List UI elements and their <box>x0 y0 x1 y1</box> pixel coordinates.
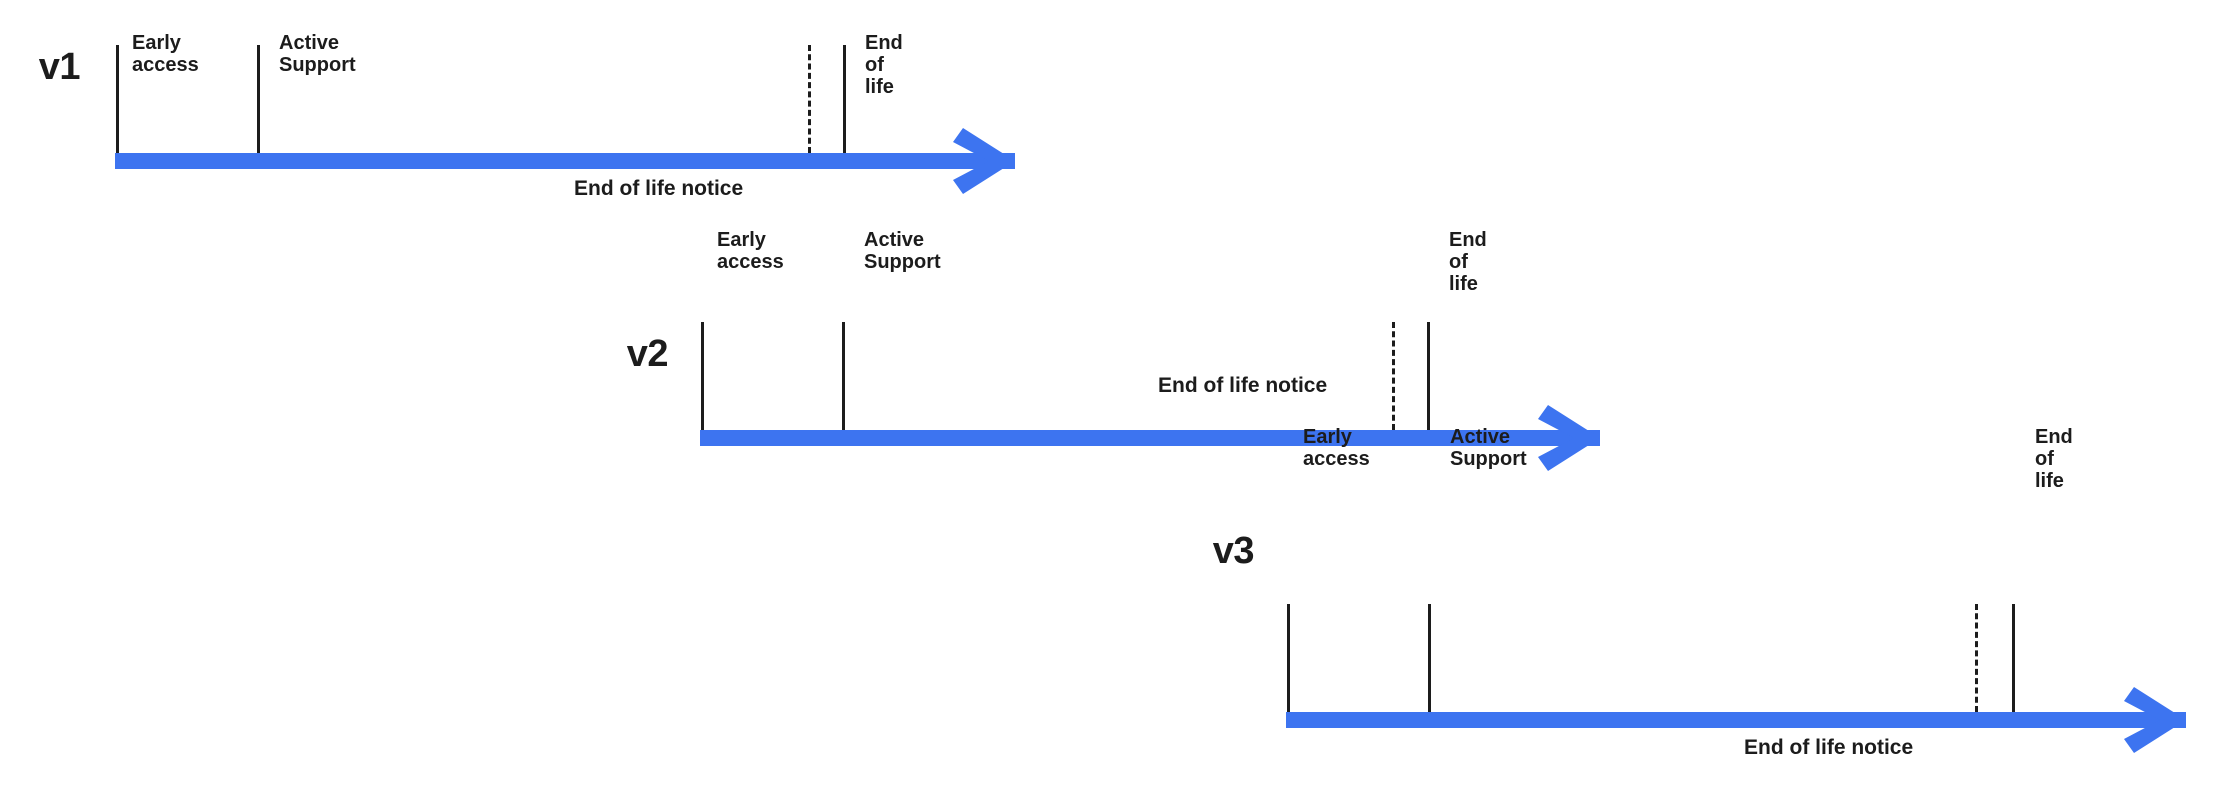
phase-label-v1-2: End of life <box>865 32 903 98</box>
arrow-head-icon-v2 <box>1538 405 1600 471</box>
arrow-head-icon-v3 <box>2124 687 2186 753</box>
phase-divider-v3-0 <box>1287 604 1290 712</box>
phase-label-v1-0: Early access <box>132 32 199 76</box>
phase-divider-v1-3 <box>843 45 846 153</box>
phase-marker-dashed-v2-2 <box>1392 322 1395 430</box>
phase-divider-v1-0 <box>116 45 119 153</box>
phase-divider-v3-1 <box>1428 604 1431 712</box>
phase-divider-v1-1 <box>257 45 260 153</box>
phase-label-v2-0: Early access <box>717 229 784 273</box>
arrow-head-icon-v1 <box>953 128 1015 194</box>
phase-label-v2-2: End of life <box>1449 229 1487 295</box>
phase-label-v1-1: Active Support <box>279 32 356 76</box>
lifecycle-track-v3 <box>1286 712 2186 728</box>
phase-label-v3-1: Active Support <box>1450 426 1527 470</box>
phase-label-v3-2: End of life <box>2035 426 2073 492</box>
version-label-v1: v1 <box>38 46 81 88</box>
lifecycle-track-v1 <box>115 153 1015 169</box>
version-label-v2: v2 <box>626 333 669 375</box>
phase-divider-v2-0 <box>701 322 704 430</box>
end-of-life-notice-label-v3: End of life notice <box>1744 736 1914 759</box>
phase-marker-dashed-v3-2 <box>1975 604 1978 712</box>
phase-divider-v2-1 <box>842 322 845 430</box>
phase-divider-v2-3 <box>1427 322 1430 430</box>
end-of-life-notice-label-v1: End of life notice <box>574 177 744 200</box>
phase-divider-v3-3 <box>2012 604 2015 712</box>
end-of-life-notice-label-v2: End of life notice <box>1158 374 1328 397</box>
phase-label-v2-1: Active Support <box>864 229 941 273</box>
phase-marker-dashed-v1-2 <box>808 45 811 153</box>
version-label-v3: v3 <box>1212 530 1255 572</box>
phase-label-v3-0: Early access <box>1303 426 1370 470</box>
lifecycle-track-v2 <box>700 430 1600 446</box>
